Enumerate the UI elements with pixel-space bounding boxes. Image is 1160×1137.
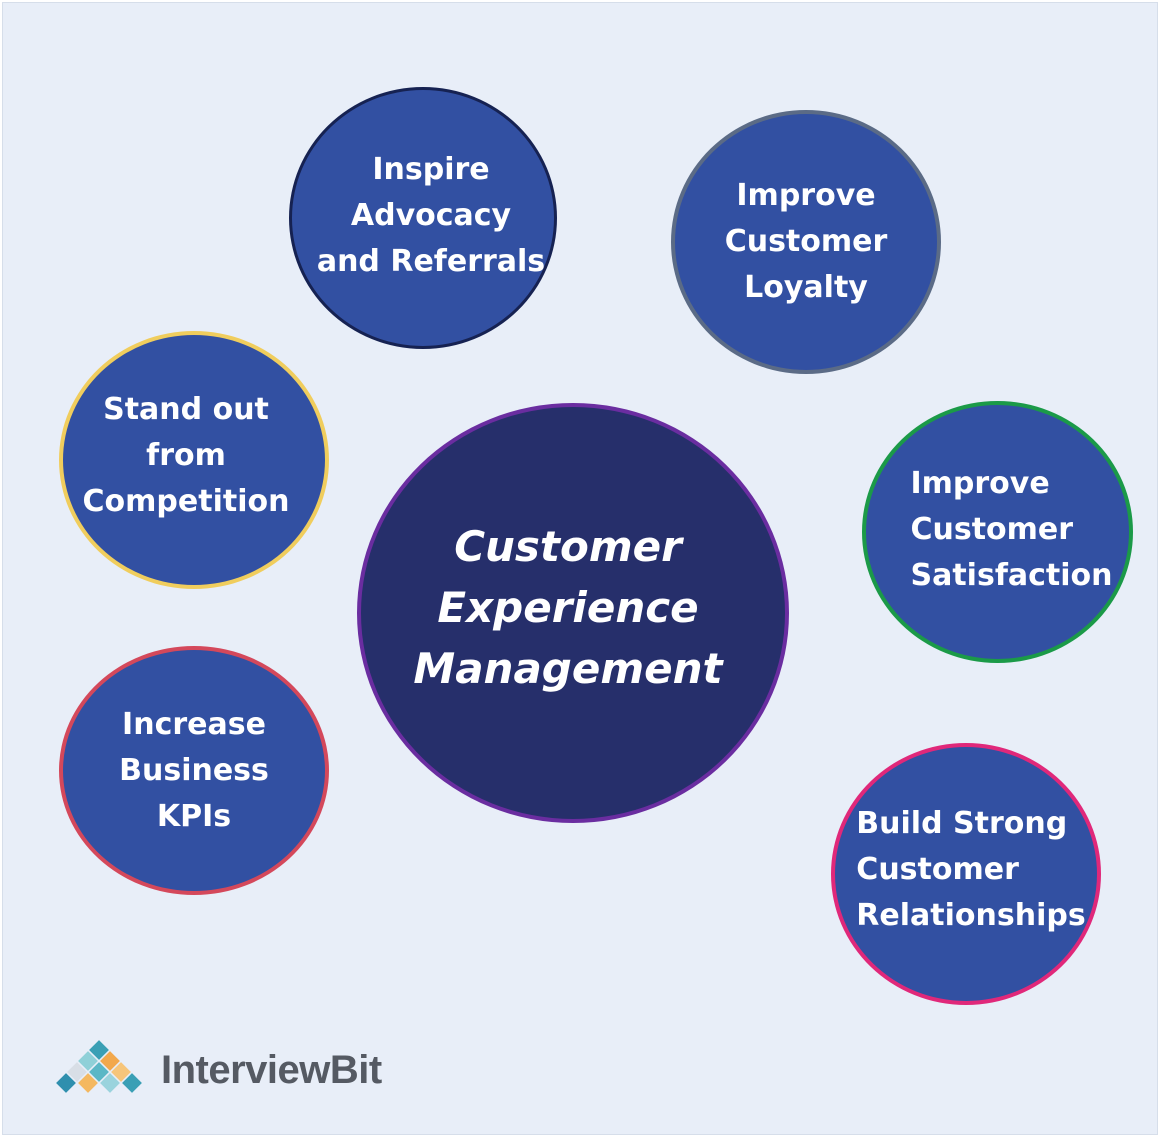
center-topic-line: Experience [437, 582, 699, 632]
benefit-line: Improve [910, 466, 1050, 501]
benefit-improve-satisfaction: Improve Customer Satisfaction [862, 401, 1133, 663]
benefit-line: and Referrals [316, 244, 546, 279]
benefit-line: Satisfaction [910, 558, 1113, 593]
interviewbit-logo: InterviewBit [47, 1039, 382, 1101]
benefit-line: Improve [736, 178, 876, 213]
center-topic-line: Customer [454, 521, 682, 571]
benefit-line: Advocacy [350, 198, 512, 233]
benefit-line: Competition [82, 484, 290, 519]
center-topic-bubble: Customer Experience Management [357, 403, 789, 823]
benefit-build-relationships: Build Strong Customer Relationships [831, 743, 1101, 1005]
benefit-increase-kpis: Increase Business KPIs [59, 646, 329, 895]
benefit-stand-out: Stand out from Competition [59, 331, 329, 589]
interviewbit-logo-icon [56, 1040, 142, 1093]
benefit-line: Inspire [372, 152, 490, 187]
benefit-line: Customer [856, 852, 1019, 887]
benefit-line: Increase [122, 706, 266, 742]
benefit-line: KPIs [156, 798, 232, 834]
benefit-line: Customer [910, 512, 1074, 547]
benefit-line: Relationships [856, 898, 1086, 933]
benefit-line: Business [119, 752, 269, 788]
benefit-inspire-advocacy: Inspire Advocacy and Referrals [289, 87, 557, 349]
benefit-line: from [146, 438, 226, 473]
center-topic-line: Management [413, 643, 723, 693]
benefit-line: Build Strong [856, 806, 1068, 841]
benefit-line: Stand out [103, 392, 269, 427]
benefit-line: Customer [724, 224, 888, 259]
logo-wordmark: InterviewBit [161, 1047, 382, 1092]
benefit-line: Loyalty [744, 270, 868, 305]
benefit-improve-loyalty: Improve Customer Loyalty [671, 110, 941, 374]
